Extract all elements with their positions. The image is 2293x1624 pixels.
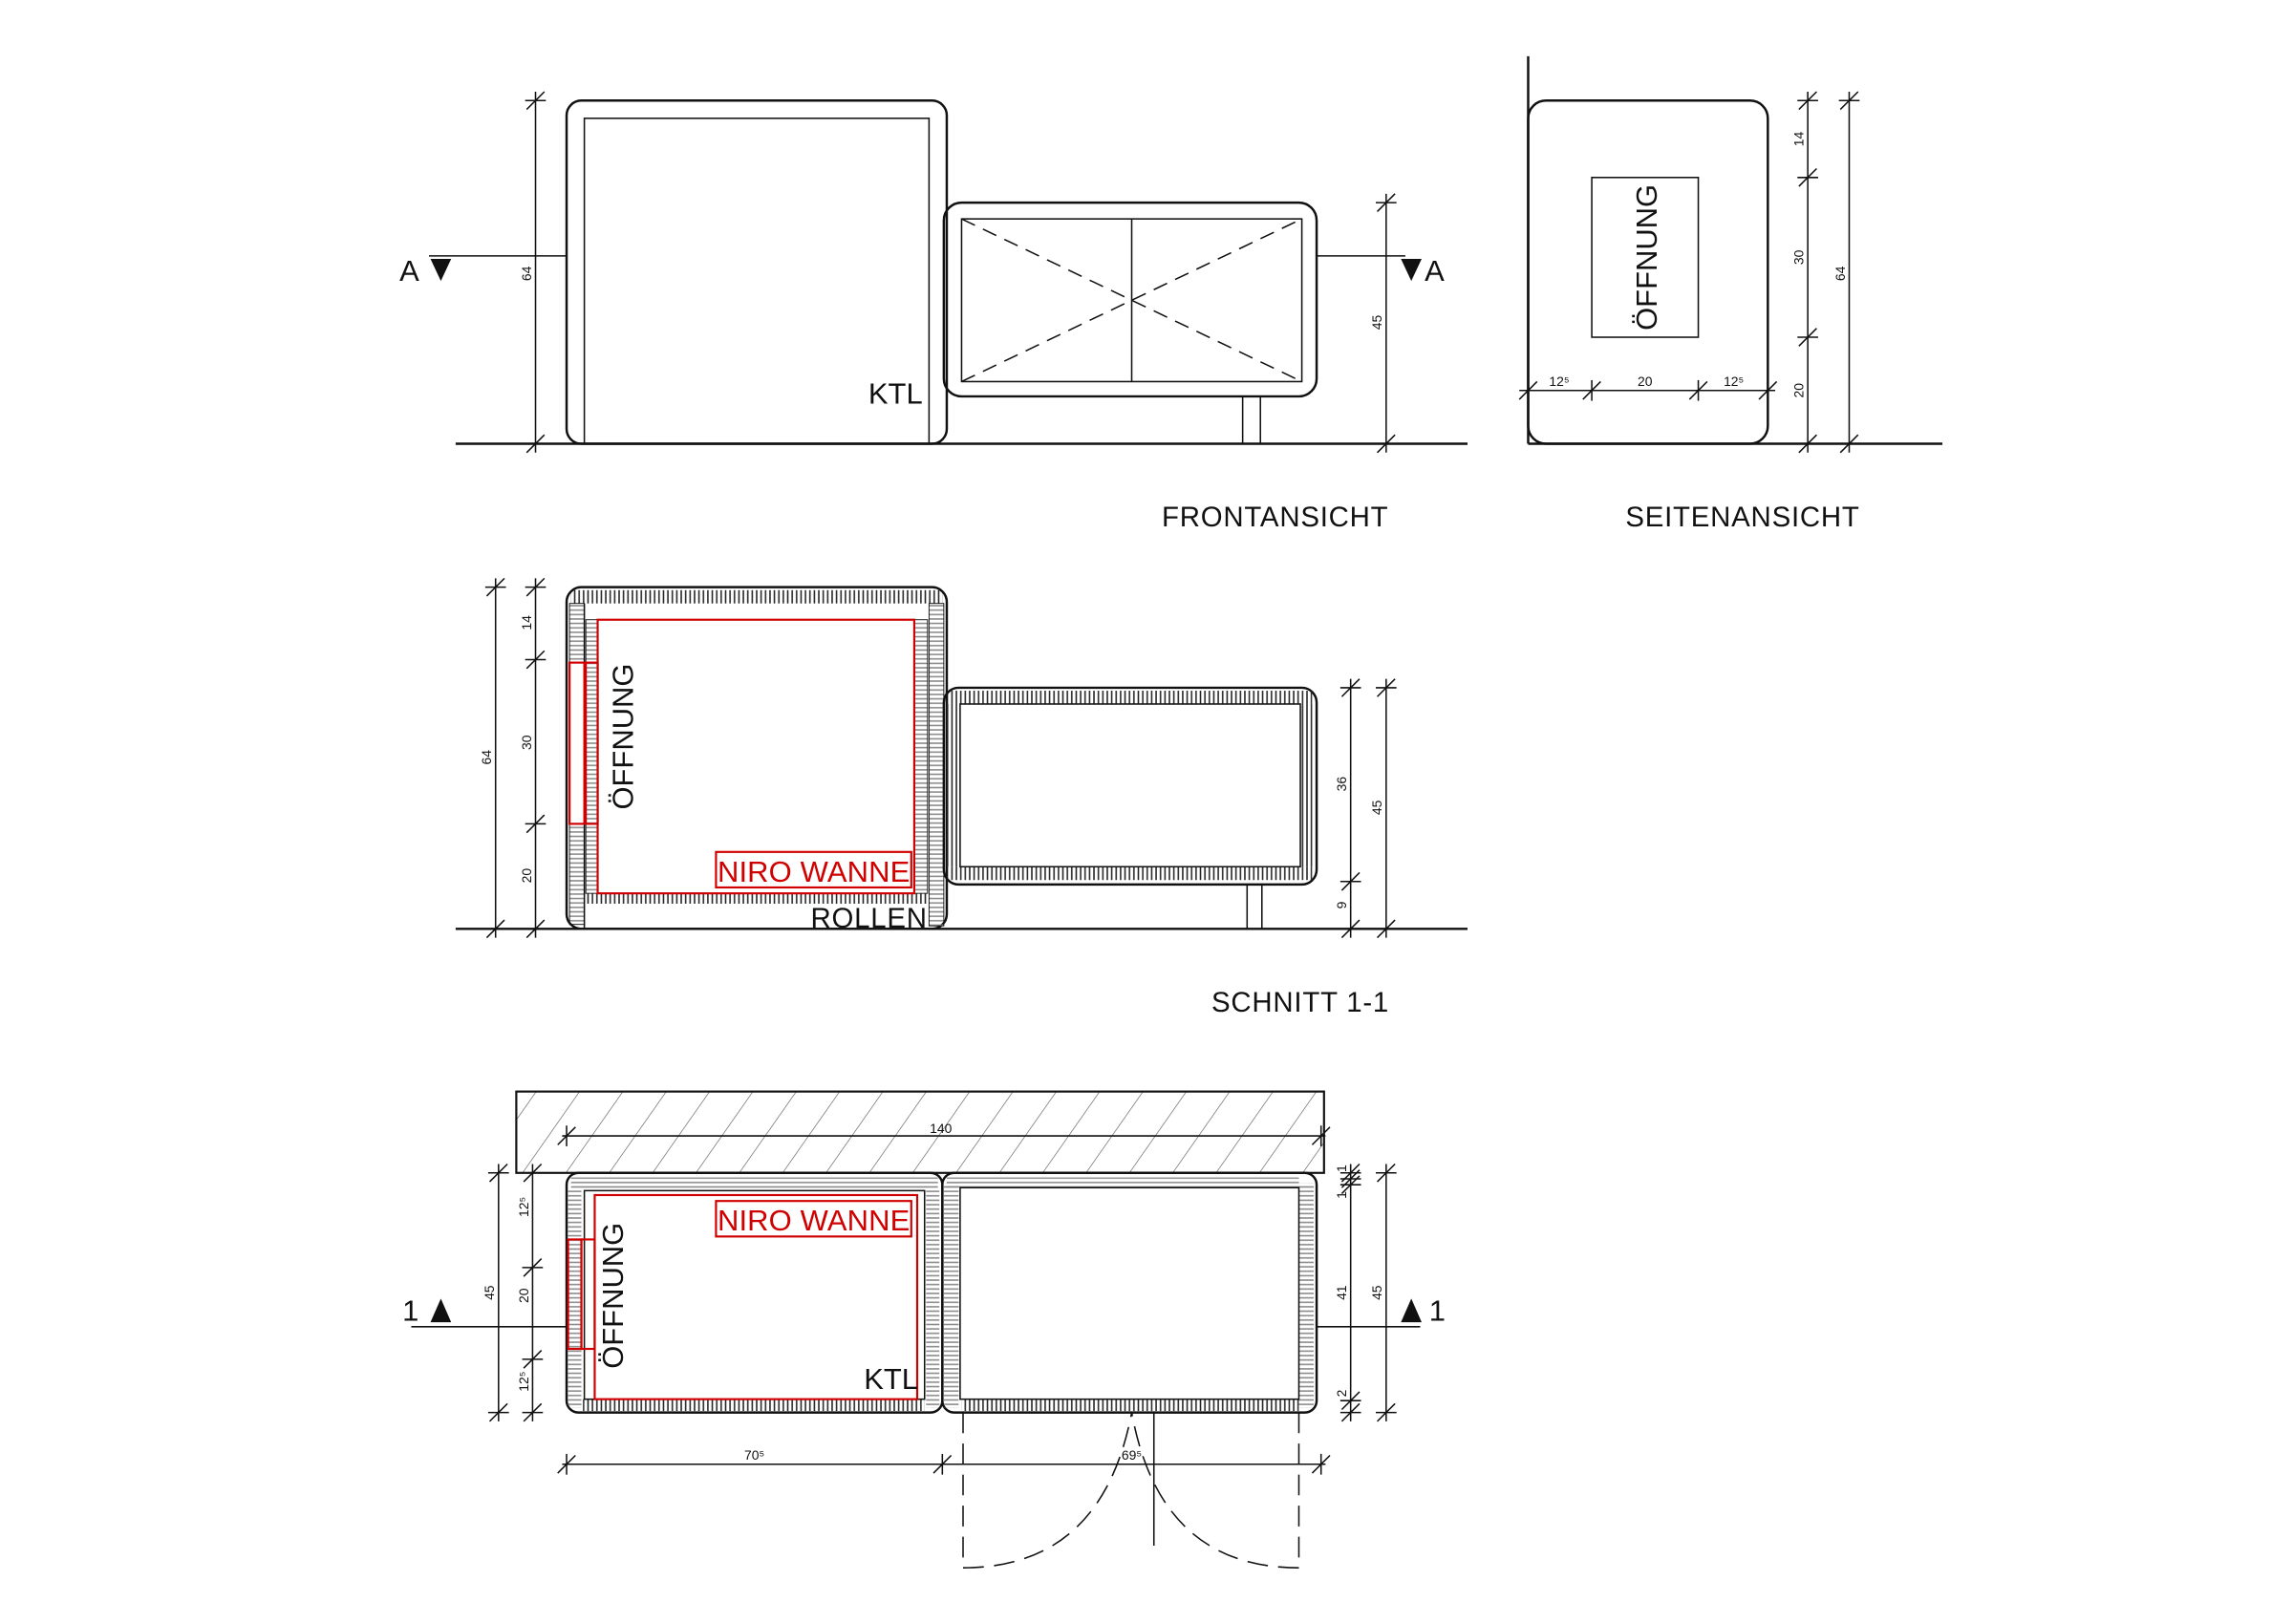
svg-text:64: 64 xyxy=(519,266,534,281)
svg-text:1: 1 xyxy=(1334,1191,1349,1199)
side-view-title: SEITENANSICHT xyxy=(1625,502,1859,533)
ktl-label: KTL xyxy=(868,377,923,411)
niro-tub-label: NIRO WANNE xyxy=(718,855,910,888)
section-arrow-icon xyxy=(1401,258,1422,282)
svg-text:30: 30 xyxy=(519,735,534,750)
svg-text:1: 1 xyxy=(1334,1165,1349,1172)
section-arrow-icon xyxy=(430,1298,452,1323)
svg-text:12⁵: 12⁵ xyxy=(1724,374,1744,389)
svg-text:14: 14 xyxy=(1790,132,1806,147)
opening xyxy=(1591,177,1700,338)
plan-view: 140 NIRO WANNE ÖFFNUNG KTL 1 1 45 12⁵ 20… xyxy=(402,1090,1446,1569)
svg-text:ÖFFNUNG: ÖFFNUNG xyxy=(596,1223,630,1369)
svg-text:64: 64 xyxy=(1832,266,1848,281)
svg-text:9: 9 xyxy=(1334,901,1349,908)
svg-text:ÖFFNUNG: ÖFFNUNG xyxy=(607,664,640,810)
svg-text:12⁵: 12⁵ xyxy=(1549,374,1569,389)
front-view-title: FRONTANSICHT xyxy=(1162,502,1388,533)
svg-text:69⁵: 69⁵ xyxy=(1122,1447,1142,1463)
svg-text:45: 45 xyxy=(482,1285,497,1300)
svg-text:41: 41 xyxy=(1334,1285,1349,1300)
svg-text:ÖFFNUNG: ÖFFNUNG xyxy=(1630,184,1663,331)
wall xyxy=(515,1090,1325,1174)
section-mark-1-left: 1 xyxy=(402,1294,418,1328)
svg-text:12⁵: 12⁵ xyxy=(516,1197,531,1217)
section-arrow-icon xyxy=(430,258,452,282)
section-mark-a-right: A xyxy=(1425,254,1445,288)
svg-text:20: 20 xyxy=(519,868,534,884)
section-mark-1-right: 1 xyxy=(1429,1294,1446,1328)
svg-text:64: 64 xyxy=(479,750,494,765)
section-mark-a-left: A xyxy=(399,254,419,288)
svg-text:20: 20 xyxy=(1638,374,1653,389)
svg-text:2: 2 xyxy=(1334,1389,1349,1397)
niro-tub xyxy=(596,618,915,895)
svg-text:36: 36 xyxy=(1334,777,1349,792)
svg-text:45: 45 xyxy=(1369,800,1384,815)
svg-text:KTL: KTL xyxy=(864,1362,918,1396)
door-swing xyxy=(962,1412,1300,1569)
svg-text:30: 30 xyxy=(1790,249,1806,265)
front-view: KTL A A 64 45 FRONTANSICHT xyxy=(399,91,1468,533)
svg-text:70⁵: 70⁵ xyxy=(744,1447,764,1463)
section-arrow-icon xyxy=(1401,1298,1422,1323)
svg-text:20: 20 xyxy=(1790,383,1806,398)
svg-text:20: 20 xyxy=(516,1288,531,1303)
svg-text:45: 45 xyxy=(1369,315,1384,331)
section-view: ÖFFNUNG NIRO WANNE ROLLEN 64 14 30 20 36… xyxy=(455,577,1468,1018)
side-cabinet xyxy=(942,201,1318,398)
side-view: ÖFFNUNG 12⁵ 20 12⁵ 14 30 20 64 SEITENANS… xyxy=(1518,55,1943,533)
svg-text:NIRO WANNE: NIRO WANNE xyxy=(718,1204,910,1237)
svg-text:14: 14 xyxy=(519,615,534,630)
svg-text:12⁵: 12⁵ xyxy=(516,1371,531,1391)
svg-text:140: 140 xyxy=(930,1121,952,1136)
section-view-title: SCHNITT 1-1 xyxy=(1211,987,1389,1018)
svg-text:45: 45 xyxy=(1369,1285,1384,1300)
